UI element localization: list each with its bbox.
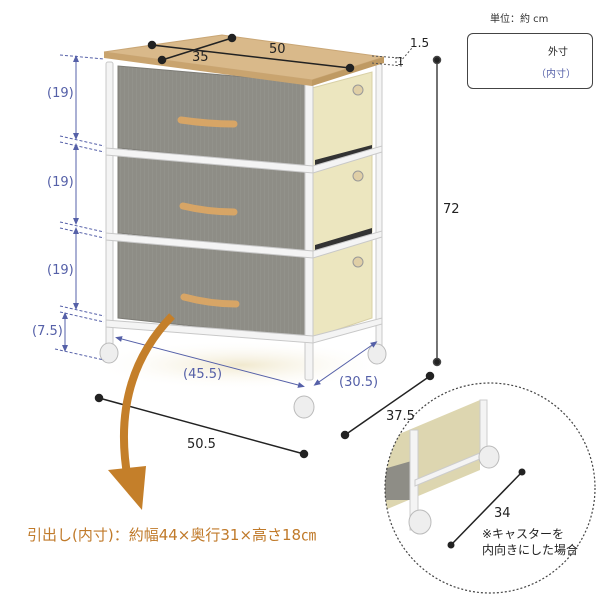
- drawer-height-1-label: (19): [47, 86, 74, 101]
- side-panels: [311, 71, 373, 339]
- caster-note-line-2: 内向きにした場合: [482, 543, 579, 557]
- frame: [105, 61, 383, 381]
- drawers: [117, 65, 306, 339]
- inner-depth-label: (30.5): [339, 375, 379, 390]
- top-dimensions: [147, 33, 355, 73]
- top-thickness-label: 1.5: [410, 36, 430, 50]
- base-width-label: 50.5: [187, 437, 216, 452]
- unit-label: 単位：約 cm: [490, 14, 549, 25]
- caster-inset: [384, 382, 596, 594]
- top-depth-label: 35: [192, 50, 209, 65]
- top-offset-label: 1: [397, 55, 404, 68]
- total-height-label: 72: [443, 202, 460, 217]
- bottom-clearance-label: (7.5): [32, 324, 63, 339]
- base-dimensions: [94, 371, 435, 459]
- pull-out-arrow-icon: [108, 313, 175, 510]
- drawer-height-3-label: (19): [47, 263, 74, 278]
- top-width-label: 50: [269, 42, 286, 57]
- legend-outer-label: 外寸: [548, 47, 568, 58]
- wood-top: [103, 34, 385, 86]
- legend-inner-label: （内寸）: [536, 69, 576, 80]
- caster-inward-depth-label: 34: [494, 506, 511, 521]
- base-depth-label: 37.5: [386, 409, 415, 424]
- drawer-height-dimensions: [54, 54, 105, 361]
- caster-note-line-1: ※キャスターを: [482, 527, 565, 541]
- height-dimension: [432, 55, 442, 367]
- legend-box: [467, 33, 593, 89]
- drawer-caption: 引出し(内寸)：約幅44×奥行31×高さ18㎝: [27, 526, 317, 544]
- inner-width-label: (45.5): [183, 367, 223, 382]
- drawer-height-2-label: (19): [47, 175, 74, 190]
